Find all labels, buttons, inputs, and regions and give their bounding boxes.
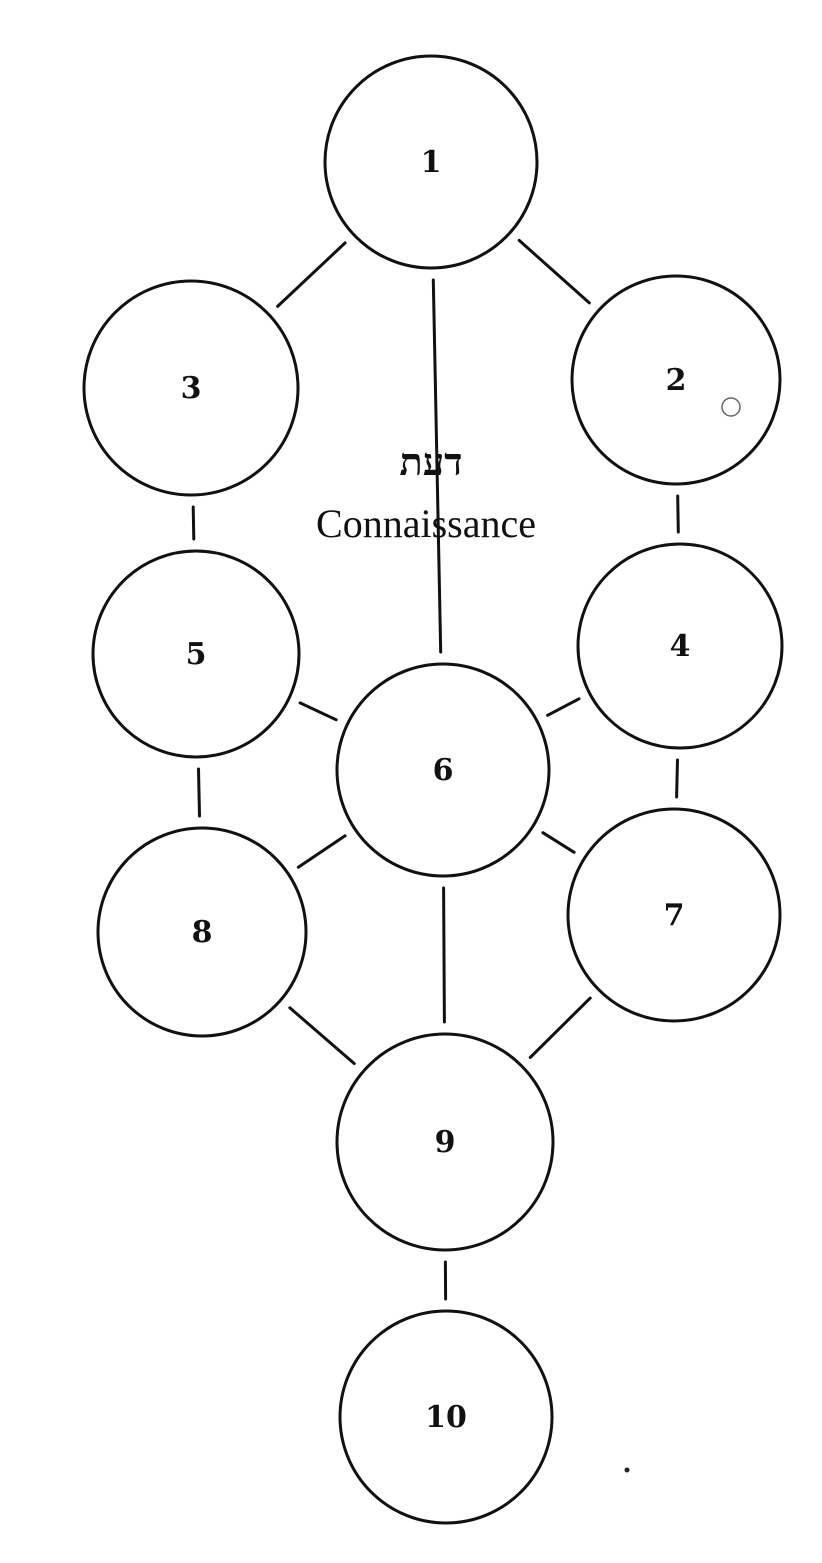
sephiroth-nodes: 1 2 3 4 5 6 7 8 9 10 [82, 54, 784, 1525]
node-circle-4 [576, 542, 784, 750]
edge-6-7 [541, 831, 576, 854]
node-circle-5 [91, 549, 301, 759]
edge-1-2 [517, 238, 591, 305]
node-label-7: 7 [664, 898, 685, 933]
edge-5-6 [298, 701, 338, 722]
node-1: 1 [323, 54, 539, 270]
edge-2-4 [676, 494, 680, 534]
node-label-2: 2 [666, 363, 687, 398]
node-2: 2 [570, 274, 782, 486]
node-3: 3 [82, 279, 300, 497]
node-circle-8 [96, 826, 308, 1038]
edge-1-6 [431, 278, 443, 654]
node-10: 10 [338, 1309, 554, 1525]
node-label-8: 8 [192, 915, 213, 950]
node-8: 8 [96, 826, 308, 1038]
node-circle-7 [566, 807, 782, 1023]
edge-5-8 [197, 767, 201, 818]
dot-mark [624, 1467, 630, 1473]
edge-6-9 [442, 886, 446, 1024]
node-label-6: 6 [433, 753, 454, 788]
node-9: 9 [335, 1032, 555, 1252]
daat-french-text: Connaissance [316, 501, 536, 546]
edge-4-7 [675, 758, 679, 799]
node-circle-9 [335, 1032, 555, 1252]
edge-1-3 [276, 241, 347, 308]
node-circle-6 [335, 662, 551, 878]
node-label-1: 1 [421, 145, 442, 180]
node-label-9: 9 [435, 1125, 456, 1160]
node-7: 7 [566, 807, 782, 1023]
daat-label: דעת Connaissance [316, 439, 536, 546]
node-circle-2 [570, 274, 782, 486]
node-circle-1 [323, 54, 539, 270]
node-6: 6 [335, 662, 551, 878]
edge-6-8 [296, 834, 347, 869]
edge-4-6 [546, 697, 581, 717]
node-4: 4 [576, 542, 784, 750]
node-circle-3 [82, 279, 300, 497]
edge-8-9 [288, 1006, 356, 1065]
node-5: 5 [91, 549, 301, 759]
node-label-4: 4 [670, 629, 691, 664]
node-circle-10 [338, 1309, 554, 1525]
node-label-5: 5 [186, 637, 207, 672]
edge-3-5 [191, 505, 196, 541]
speck-mark [721, 397, 741, 417]
node-label-3: 3 [181, 371, 202, 406]
print-specks [624, 397, 741, 1473]
node-label-10: 10 [425, 1400, 467, 1435]
connections [191, 238, 680, 1301]
edge-7-9 [528, 996, 592, 1059]
daat-hebrew-text: דעת [400, 439, 463, 484]
